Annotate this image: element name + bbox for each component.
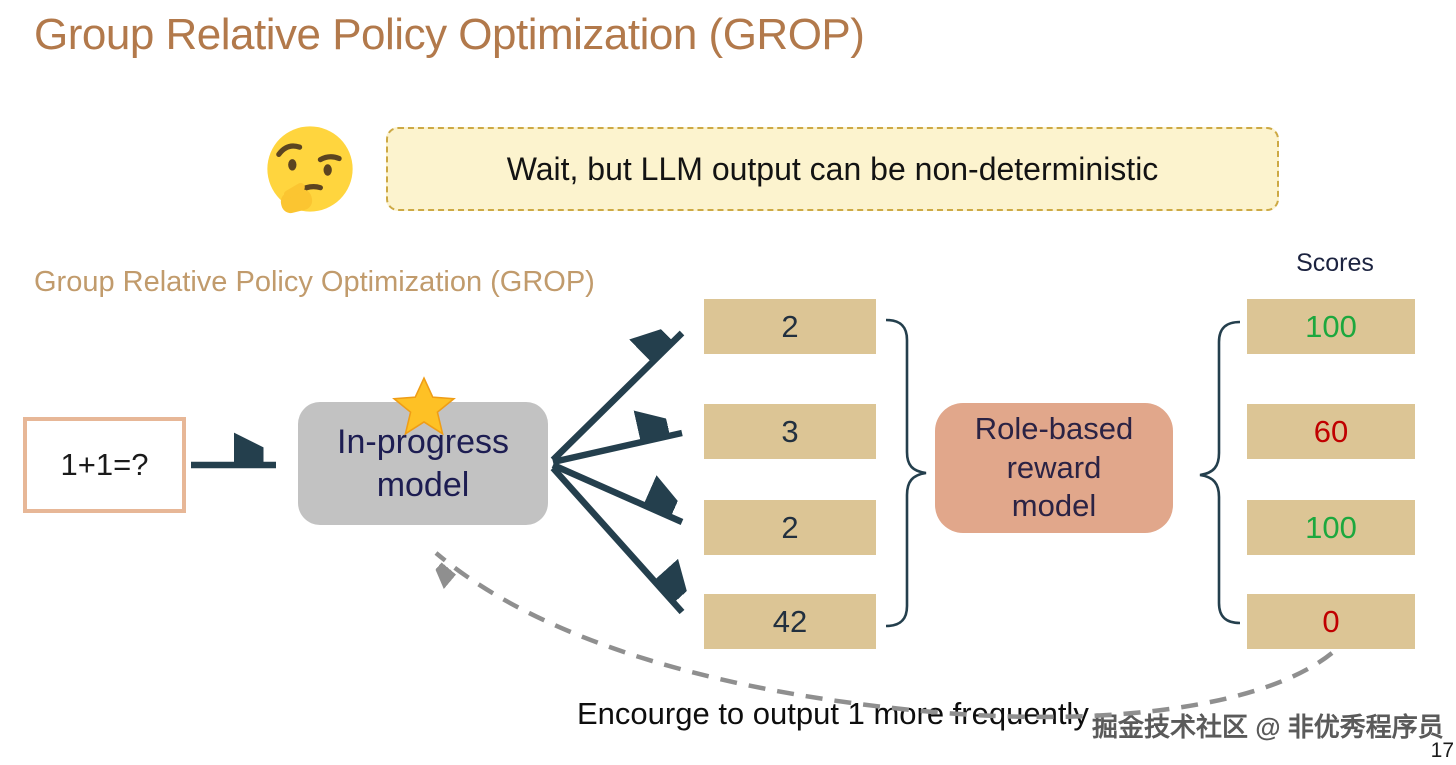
brace-reward-to-scores: [1199, 320, 1241, 625]
reward-model-box: Role-based reward model: [935, 403, 1173, 533]
reward-model-label-line3: model: [1011, 488, 1097, 524]
output-value: 3: [781, 413, 799, 449]
policy-model-label-line1: In-progress: [337, 423, 509, 461]
output-box: 42: [704, 594, 876, 649]
output-value: 2: [781, 308, 799, 344]
input-question-box: 1+1=?: [23, 417, 186, 513]
callout-box: Wait, but LLM output can be non-determin…: [386, 127, 1279, 211]
output-value: 42: [772, 603, 808, 639]
star-icon: [392, 376, 456, 438]
score-value: 100: [1305, 308, 1357, 344]
score-box: 0: [1247, 594, 1415, 649]
brace-outputs-to-reward: [885, 318, 927, 628]
thinking-face-icon: [258, 118, 362, 222]
output-box: 3: [704, 404, 876, 459]
slide-title: Group Relative Policy Optimization (GROP…: [34, 10, 865, 59]
score-box: 100: [1247, 500, 1415, 555]
feedback-caption: Encourge to output 1 more frequently: [577, 696, 1089, 731]
score-value: 0: [1322, 603, 1340, 639]
feedback-dashed-arrow: [436, 551, 1334, 720]
page-number: 17: [1430, 739, 1454, 762]
score-value: 60: [1313, 413, 1349, 449]
score-value: 100: [1305, 509, 1357, 545]
watermark: 掘金技术社区 @ 非优秀程序员: [1092, 712, 1444, 742]
callout-text: Wait, but LLM output can be non-determin…: [506, 150, 1159, 187]
policy-model-label-line2: model: [376, 465, 470, 504]
output-box: 2: [704, 299, 876, 354]
policy-model-box: In-progress model: [298, 402, 548, 525]
reward-model-label-line2: reward: [1006, 449, 1102, 485]
reward-model-label-line1: Role-based: [974, 410, 1134, 446]
score-box: 100: [1247, 299, 1415, 354]
output-value: 2: [781, 509, 799, 545]
output-box: 2: [704, 500, 876, 555]
score-box: 60: [1247, 404, 1415, 459]
arrows-model-to-outputs: [550, 333, 682, 615]
input-question-label: 1+1=?: [60, 447, 149, 482]
scores-header: Scores: [1296, 249, 1374, 277]
diagram-subtitle: Group Relative Policy Optimization (GROP…: [34, 266, 595, 298]
